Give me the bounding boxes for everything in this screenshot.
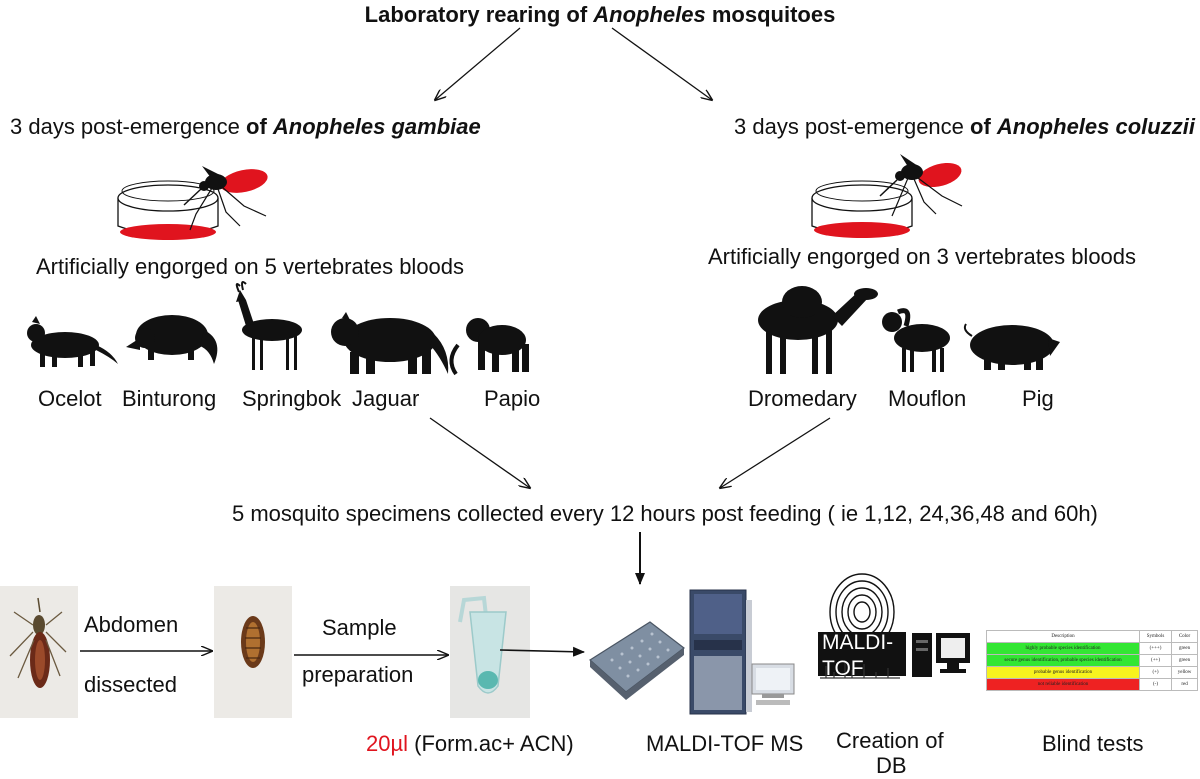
arrow-left-to-collection bbox=[429, 417, 530, 488]
animal-label-binturong: Binturong bbox=[122, 386, 217, 411]
identification-score-table: Description Symbols Color highly probabl… bbox=[986, 630, 1198, 691]
left-mosquito-icon bbox=[183, 166, 268, 231]
table-cell-description: secure genus identification, probable sp… bbox=[986, 654, 1140, 667]
table-cell-symbol: (++) bbox=[1138, 654, 1173, 667]
left-branch-heading: 3 days post-emergence of Anopheles gambi… bbox=[10, 114, 481, 139]
animal-label-jaguar: Jaguar bbox=[352, 386, 420, 411]
abdomen-photo bbox=[214, 586, 292, 718]
binturong-icon bbox=[126, 315, 218, 364]
table-cell-color: red bbox=[1171, 678, 1198, 691]
sample-tube-photo bbox=[450, 586, 530, 718]
step-dissected-label: dissected bbox=[84, 672, 177, 697]
maldi-logo-box bbox=[818, 632, 906, 676]
maldi-tof-instrument-icon bbox=[689, 589, 795, 715]
jaguar-icon bbox=[331, 312, 449, 374]
table-row: not reliable identification (-) red bbox=[986, 678, 1198, 691]
table-header-description: Description bbox=[986, 630, 1140, 643]
animal-label-dromedary: Dromedary bbox=[748, 386, 857, 411]
table-row: probable genus identification (+) yellow bbox=[986, 666, 1198, 679]
table-cell-description: highly probable species identification bbox=[986, 642, 1140, 655]
collection-text: 5 mosquito specimens collected every 12 … bbox=[232, 501, 1098, 526]
animal-label-springbok: Springbok bbox=[242, 386, 342, 411]
arrow-tube-to-plate bbox=[499, 646, 585, 657]
maldi-target-plate-icon bbox=[589, 621, 685, 700]
table-cell-symbol: (+++) bbox=[1138, 642, 1173, 655]
arrow-title-to-left bbox=[435, 27, 521, 100]
page-title: Laboratory rearing of Anopheles mosquito… bbox=[364, 2, 836, 27]
arrow-right-to-collection bbox=[720, 417, 831, 488]
whole-mosquito-photo bbox=[0, 586, 78, 718]
right-branch-heading: 3 days post-emergence of Anopheles coluz… bbox=[734, 114, 1195, 139]
animal-label-pig: Pig bbox=[1022, 386, 1054, 411]
table-cell-color: green bbox=[1171, 654, 1198, 667]
animal-label-ocelot: Ocelot bbox=[38, 386, 102, 411]
computer-icon bbox=[912, 633, 970, 677]
pig-icon bbox=[963, 323, 1060, 370]
right-mosquito-icon bbox=[879, 154, 963, 217]
fingerprint-icon bbox=[829, 573, 895, 651]
right-feeding-dish-icon bbox=[811, 180, 913, 238]
table-cell-symbol: (-) bbox=[1138, 678, 1173, 691]
right-engorged-text: Artificially engorged on 3 vertebrates b… bbox=[708, 244, 1137, 269]
arrow-title-to-right bbox=[611, 27, 712, 100]
table-cell-description: probable genus identification bbox=[986, 666, 1140, 679]
db-caption-line1: Creation of bbox=[836, 728, 944, 753]
step-abdomen-label: Abdomen bbox=[84, 612, 179, 637]
ocelot-icon bbox=[27, 316, 118, 367]
table-cell-description: not reliable identification bbox=[986, 678, 1140, 691]
table-cell-color: yellow bbox=[1171, 666, 1198, 679]
table-row: secure genus identification, probable sp… bbox=[986, 654, 1198, 667]
table-row: highly probable species identification (… bbox=[986, 642, 1198, 655]
papio-icon bbox=[449, 318, 529, 376]
table-cell-symbol: (+) bbox=[1138, 666, 1173, 679]
step-preparation-label: preparation bbox=[302, 662, 414, 687]
maldi-logo-text: MALDI-TOF bbox=[822, 631, 894, 680]
step-sample-label: Sample bbox=[322, 615, 397, 640]
animal-label-mouflon: Mouflon bbox=[888, 386, 967, 411]
table-header-symbols: Symbols bbox=[1138, 630, 1173, 643]
table-header-color: Color bbox=[1171, 630, 1198, 643]
table-cell-color: green bbox=[1171, 642, 1198, 655]
blind-tests-caption: Blind tests bbox=[1042, 731, 1144, 756]
dromedary-icon bbox=[758, 286, 878, 374]
mouflon-icon bbox=[882, 308, 950, 372]
sample-volume-caption: 20µl (Form.ac+ ACN) bbox=[366, 731, 574, 756]
springbok-icon bbox=[235, 281, 302, 370]
db-caption-line2: DB bbox=[876, 753, 907, 778]
spectrum-icon bbox=[820, 660, 900, 679]
left-engorged-text: Artificially engorged on 5 vertebrates b… bbox=[36, 254, 465, 279]
table-header-row: Description Symbols Color bbox=[986, 630, 1198, 643]
animal-label-papio: Papio bbox=[484, 386, 541, 411]
maldi-instrument-caption: MALDI-TOF MS bbox=[646, 731, 804, 756]
left-feeding-dish-icon bbox=[117, 180, 219, 240]
